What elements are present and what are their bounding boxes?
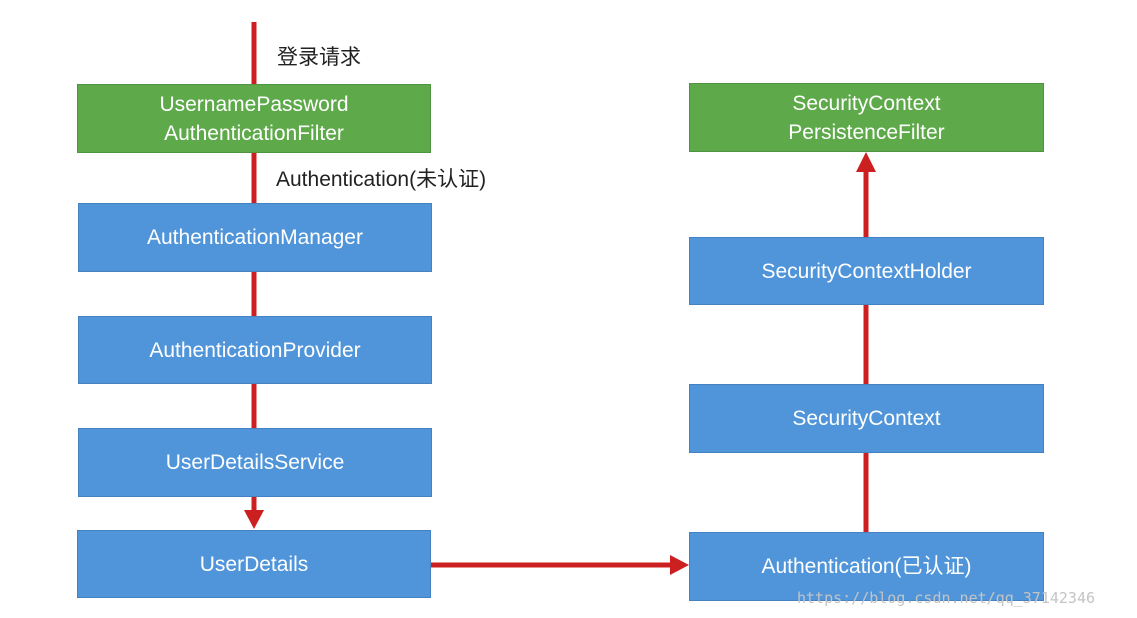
persistence-filter-title-line2: PersistenceFilter (788, 120, 945, 144)
security-context-box: SecurityContext (689, 384, 1044, 453)
security-context-holder-label: SecurityContextHolder (761, 259, 972, 283)
arrowhead-to-persistence-filter (856, 152, 876, 172)
arrowhead-to-userdetails (244, 510, 264, 529)
authentication-authenticated-label: Authentication(已认证) (761, 555, 972, 578)
authentication-unauthenticated-label: Authentication(未认证) (276, 168, 487, 191)
persistence-filter-title-line1: SecurityContext (792, 91, 941, 115)
authentication-authenticated-box: Authentication(已认证) (689, 532, 1044, 601)
authentication-provider-label: AuthenticationProvider (149, 338, 361, 362)
filter-title-line2: AuthenticationFilter (164, 121, 344, 145)
authentication-manager-box: AuthenticationManager (78, 203, 432, 272)
user-details-service-label: UserDetailsService (165, 451, 345, 474)
security-context-persistence-filter-box: SecurityContext PersistenceFilter (689, 83, 1044, 152)
source-watermark: https://blog.csdn.net/qq_37142346 (797, 589, 1096, 607)
arrowhead-to-authenticated (670, 555, 689, 575)
user-details-box: UserDetails (77, 530, 431, 598)
user-details-label: UserDetails (199, 552, 309, 576)
login-request-label: 登录请求 (277, 46, 361, 69)
filter-title-line1: UsernamePassword (159, 92, 349, 116)
username-password-authentication-filter-box: UsernamePassword AuthenticationFilter (77, 84, 431, 153)
security-context-label: SecurityContext (792, 407, 941, 430)
user-details-service-box: UserDetailsService (78, 428, 432, 497)
authentication-provider-box: AuthenticationProvider (78, 316, 432, 384)
authentication-manager-label: AuthenticationManager (147, 226, 363, 249)
security-context-holder-box: SecurityContextHolder (689, 237, 1044, 305)
